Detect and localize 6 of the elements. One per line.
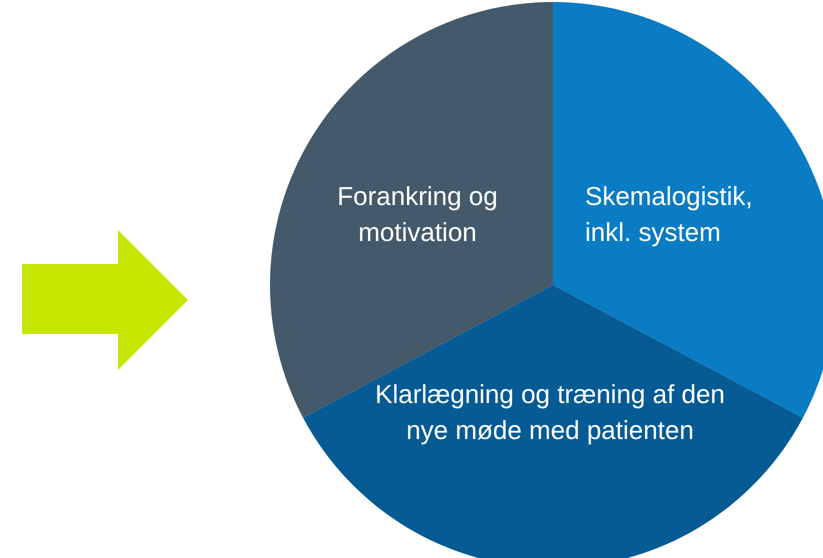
sector-label: Forankring og motivation	[336, 180, 499, 249]
pie-sector	[303, 285, 803, 558]
pie-sector	[553, 2, 823, 418]
sector-label: Klarlægning og træning af den nye møde med patienten	[374, 378, 726, 447]
pie-sector	[270, 2, 553, 418]
sector-label: Skemalogistik, inkl. system	[585, 180, 754, 249]
